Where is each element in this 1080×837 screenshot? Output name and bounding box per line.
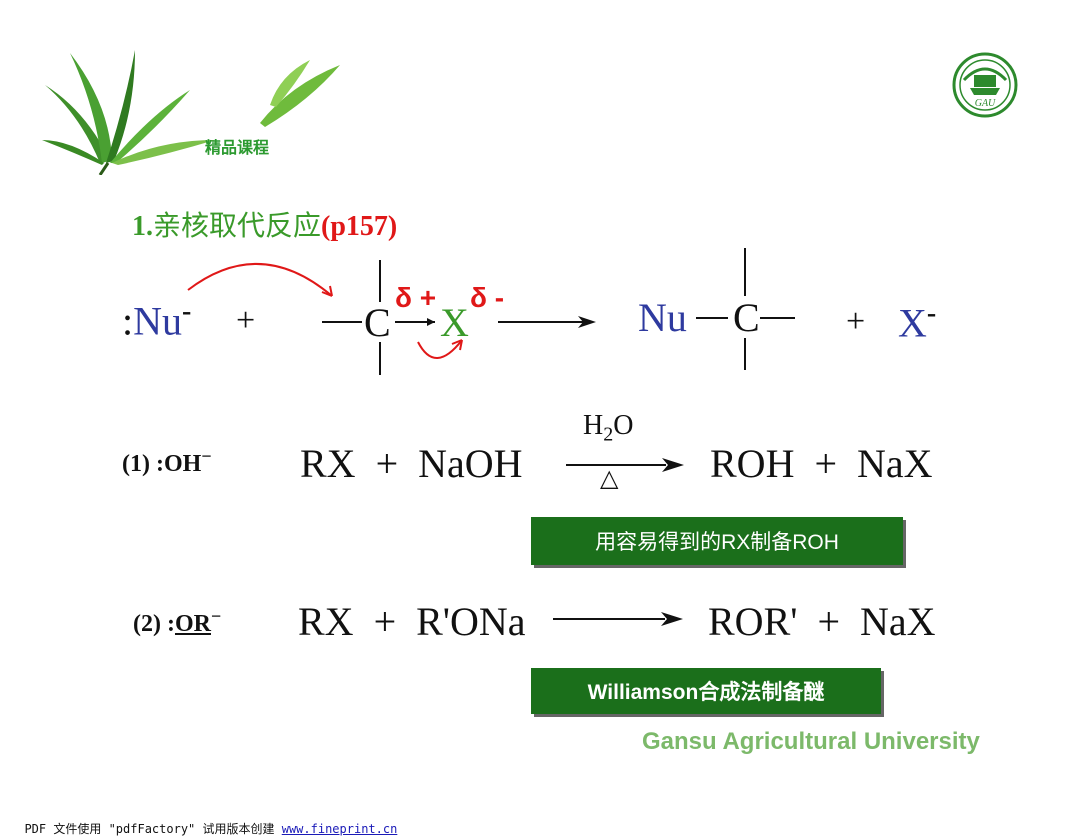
section-page-ref: (p157) [321,211,398,242]
reaction-2-reactants: RX + R'ONa [298,599,526,644]
gau-emblem-icon: GAU [952,52,1018,118]
bamboo-leaves-image: 精品课程 [42,50,340,175]
leaving-group: X- [898,298,937,346]
carbon-atom: C [364,300,391,345]
footer-link[interactable]: www.fineprint.cn [281,822,398,836]
university-logo: GAU [950,50,1020,120]
plus-sign-1: + [236,302,256,339]
plus-sign-2: + [846,303,866,340]
mechanism-arrows [187,248,795,375]
product-carbon: C [733,295,760,340]
product-nucleophile: Nu [638,295,687,340]
delta-plus-label: δ + [395,282,437,313]
footer-text: PDF 文件使用 "pdfFactory" 试用版本创建 [24,822,282,836]
pdf-footer: PDF 文件使用 "pdfFactory" 试用版本创建 www.finepri… [10,806,397,837]
reaction-2-note: Williamson合成法制备醚 [531,668,881,714]
reaction-1-products: ROH + NaX [710,441,933,486]
reaction-1-label: (1) :OH− [122,446,212,477]
section-title: 1.亲核取代反应(p157) [132,204,397,244]
halogen-atom: X [440,300,469,345]
course-label: 精品课程 [205,138,269,157]
reaction-1-note: 用容易得到的RX制备ROH [531,517,903,565]
reaction-2-label: (2) :OR− [133,606,222,637]
svg-text:GAU: GAU [975,98,996,109]
reaction-1-arrow [566,458,684,472]
nucleophile: :Nu- [122,296,192,344]
delta-minus-label: δ - [470,282,505,313]
reaction-2-arrow [553,612,683,626]
university-name: Gansu Agricultural University [642,728,980,755]
heat-symbol: △ [600,466,619,492]
reaction-1-condition: H2O [583,410,634,446]
section-title-text: 亲核取代反应 [153,210,322,241]
section-number: 1. [132,211,153,242]
reaction-1-reactants: RX + NaOH [300,441,523,486]
reaction-2-products: ROR' + NaX [708,599,936,644]
